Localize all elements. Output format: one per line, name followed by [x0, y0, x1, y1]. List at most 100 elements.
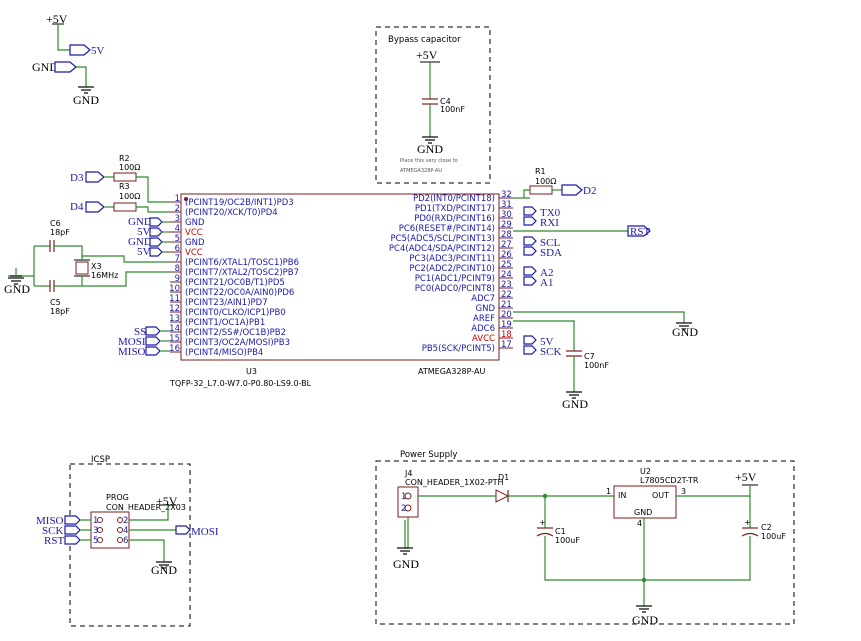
mcu-body[interactable] — [180, 193, 500, 361]
net-flag-d3[interactable] — [85, 171, 105, 183]
bypass-capacitor-block: Bypass capacitor +5V C4 100nF GND Place … — [375, 26, 491, 184]
mcu-right-pin-name[interactable]: PC5(ADC5/SCL/PCINT13) — [390, 234, 495, 244]
net-label-a1: A1 — [540, 277, 553, 289]
u2-pin3: 3 — [681, 487, 686, 496]
net-flag-mosi[interactable] — [145, 336, 161, 346]
mcu-right-pin-name[interactable]: PC2(ADC2/PCINT10) — [409, 264, 495, 274]
icsp-flag-miso[interactable] — [64, 515, 81, 525]
mcu-right-pin-name[interactable]: PC6(RESET#/PCINT14) — [399, 224, 495, 234]
icsp-flag-rst[interactable] — [64, 535, 81, 545]
mcu-left-pin-name[interactable]: (PCINT0/CLKO/ICP1)PB0 — [185, 308, 286, 318]
net-label-rxi: RXI — [540, 217, 559, 229]
mcu-left-pin-name[interactable]: (PCINT20/XCK/T0)PD4 — [185, 208, 278, 218]
mcu-left-pin-number: 11 — [169, 294, 180, 304]
mcu-right-pin-number: 32 — [501, 190, 512, 200]
mcu-right-pin-name[interactable]: AREF — [473, 314, 495, 324]
net-flag-tx0[interactable] — [523, 206, 537, 216]
mcu-left-pin-number: 5 — [175, 234, 180, 244]
resistor-r2[interactable] — [113, 172, 137, 182]
net-flag-gnd[interactable] — [54, 61, 77, 73]
mcu-left-pin-name[interactable]: GND — [185, 218, 205, 228]
net-flag-sda[interactable] — [523, 246, 537, 256]
j4-value: CON_HEADER_1X02-PTH — [405, 478, 504, 487]
mcu-left-pin-name[interactable]: (PCINT23/AIN1)PD7 — [185, 298, 268, 308]
net-flag-sck[interactable] — [523, 345, 537, 355]
gnd-c7-label: GND — [562, 397, 588, 411]
mcu-right-pin-name[interactable]: PC3(ADC3/PCINT11) — [409, 254, 495, 264]
mcu-left-pin-name[interactable]: (PCINT4/MISO)PB4 — [185, 348, 263, 358]
c6-ref: C6 — [50, 219, 61, 228]
mcu-right-pin-name[interactable]: ADC6 — [471, 324, 495, 334]
mcu-left-pin-name[interactable]: (PCINT7/XTAL2/TOSC2)PB7 — [185, 268, 299, 278]
mcu-right-pin-name[interactable]: PD0(RXD/PCINT16) — [414, 214, 495, 224]
diode-d1[interactable] — [495, 489, 510, 503]
mcu-value: ATMEGA328P-AU — [418, 367, 485, 376]
mcu-left-pin-name[interactable]: (PCINT2/SS#/OC1B)PB2 — [185, 328, 286, 338]
net-label-ss: SS — [134, 326, 146, 338]
mcu-right-pin-name[interactable]: ADC7 — [471, 294, 495, 304]
icsp-flag-sck[interactable] — [64, 525, 81, 535]
icsp-net-mosi: MOSI — [191, 526, 219, 538]
mcu-right-pin-name[interactable]: PC0(ADC0/PCINT8) — [415, 284, 495, 294]
net-flag-5v[interactable] — [69, 44, 91, 56]
mcu-left-pin-name[interactable]: (PCINT1/OC1A)PB1 — [185, 318, 265, 328]
net-flag-5v-1[interactable] — [149, 227, 163, 237]
mcu-left-pin-name[interactable]: (PCINT3/OC2A/MOSI)PB3 — [185, 338, 290, 348]
regulator-u2[interactable] — [613, 485, 677, 519]
net-flag-d4[interactable] — [85, 201, 105, 213]
net-flag-ss[interactable] — [145, 326, 161, 336]
pin1-marker — [184, 197, 188, 201]
net-label-miso: MISO — [118, 346, 146, 358]
power-gnd-label: GND — [632, 613, 658, 627]
net-flag-rxi[interactable] — [523, 216, 537, 226]
svg-text:+: + — [539, 518, 546, 527]
icsp-flag-mosi[interactable] — [175, 525, 191, 535]
mcu-left-pin-name[interactable]: (PCINT6/XTAL1/TOSC1)PB6 — [185, 258, 299, 268]
mcu-left-pin-number: 7 — [175, 254, 180, 264]
mcu-left-pin-name[interactable]: VCC — [185, 248, 203, 258]
net-flag-5v-2[interactable] — [149, 247, 163, 257]
net-flag-gnd-1[interactable] — [149, 217, 163, 227]
mcu-right-pin-name[interactable]: PD2(INT0/PCINT18) — [413, 194, 495, 204]
net-flag-rst[interactable] — [627, 225, 651, 237]
mcu-left-pin-name[interactable]: (PCINT19/OC2B/INT1)PD3 — [185, 198, 294, 208]
mcu-left-pin-name[interactable]: (PCINT22/OC0A/AIN0)PD6 — [185, 288, 294, 298]
resistor-r1[interactable] — [529, 185, 553, 195]
mcu-right-pin-name[interactable]: PB5(SCK/PCINT5) — [422, 344, 495, 354]
power-vcc-label: +5V — [735, 470, 757, 484]
net-flag-scl[interactable] — [523, 236, 537, 246]
bypass-note-1: Place this very close to — [400, 158, 458, 164]
net-flag-a1[interactable] — [523, 276, 537, 286]
icsp-pin-5: 5 — [93, 536, 98, 546]
mcu-right-pin-name[interactable]: AVCC — [472, 334, 495, 344]
crystal-x3[interactable] — [75, 261, 89, 275]
mcu-right-pin-name[interactable]: GND — [476, 304, 496, 314]
mcu-right-pin-name[interactable]: PC1(ADC1/PCINT9) — [415, 274, 495, 284]
net-flag-gnd-2[interactable] — [149, 237, 163, 247]
c1-value: 100uF — [555, 536, 580, 545]
icsp-net-sck: SCK — [42, 525, 63, 537]
gnd-main-label: GND — [672, 325, 698, 339]
resistor-r3[interactable] — [113, 202, 137, 212]
mcu-left-pin-name[interactable]: VCC — [185, 228, 203, 238]
mcu-right-pin-name[interactable]: PD1(TXD/PCINT17) — [415, 204, 495, 214]
prog-value: CON_HEADER_2X03 — [106, 503, 186, 512]
net-flag-5v-avcc[interactable] — [523, 335, 537, 345]
mcu-footprint: TQFP-32_L7.0-W7.0-P0.80-LS9.0-BL — [169, 379, 312, 388]
mcu-right-pin-number: 23 — [501, 280, 512, 290]
net-label-gnd-2: GND — [128, 236, 152, 248]
icsp-net-rst: RST — [44, 535, 64, 547]
net-label-sda: SDA — [540, 247, 562, 259]
mcu-left-pin-number: 2 — [175, 204, 180, 214]
mcu-left-pin-name[interactable]: GND — [185, 238, 205, 248]
mcu-left-pin-number: 15 — [169, 334, 180, 344]
net-flag-a2[interactable] — [523, 266, 537, 276]
mcu-atmega328p[interactable]: 1(PCINT19/OC2B/INT1)PD32(PCINT20/XCK/T0)… — [169, 190, 513, 388]
net-flag-miso[interactable] — [145, 346, 161, 356]
gnd-symbol-label: GND — [73, 93, 99, 107]
net-flag-d2[interactable] — [561, 184, 583, 196]
mcu-left-pin-name[interactable]: (PCINT21/OC0B/T1)PD5 — [185, 278, 285, 288]
mcu-right-pin-name[interactable]: PC4(ADC4/SDA/PCINT12) — [389, 244, 495, 254]
